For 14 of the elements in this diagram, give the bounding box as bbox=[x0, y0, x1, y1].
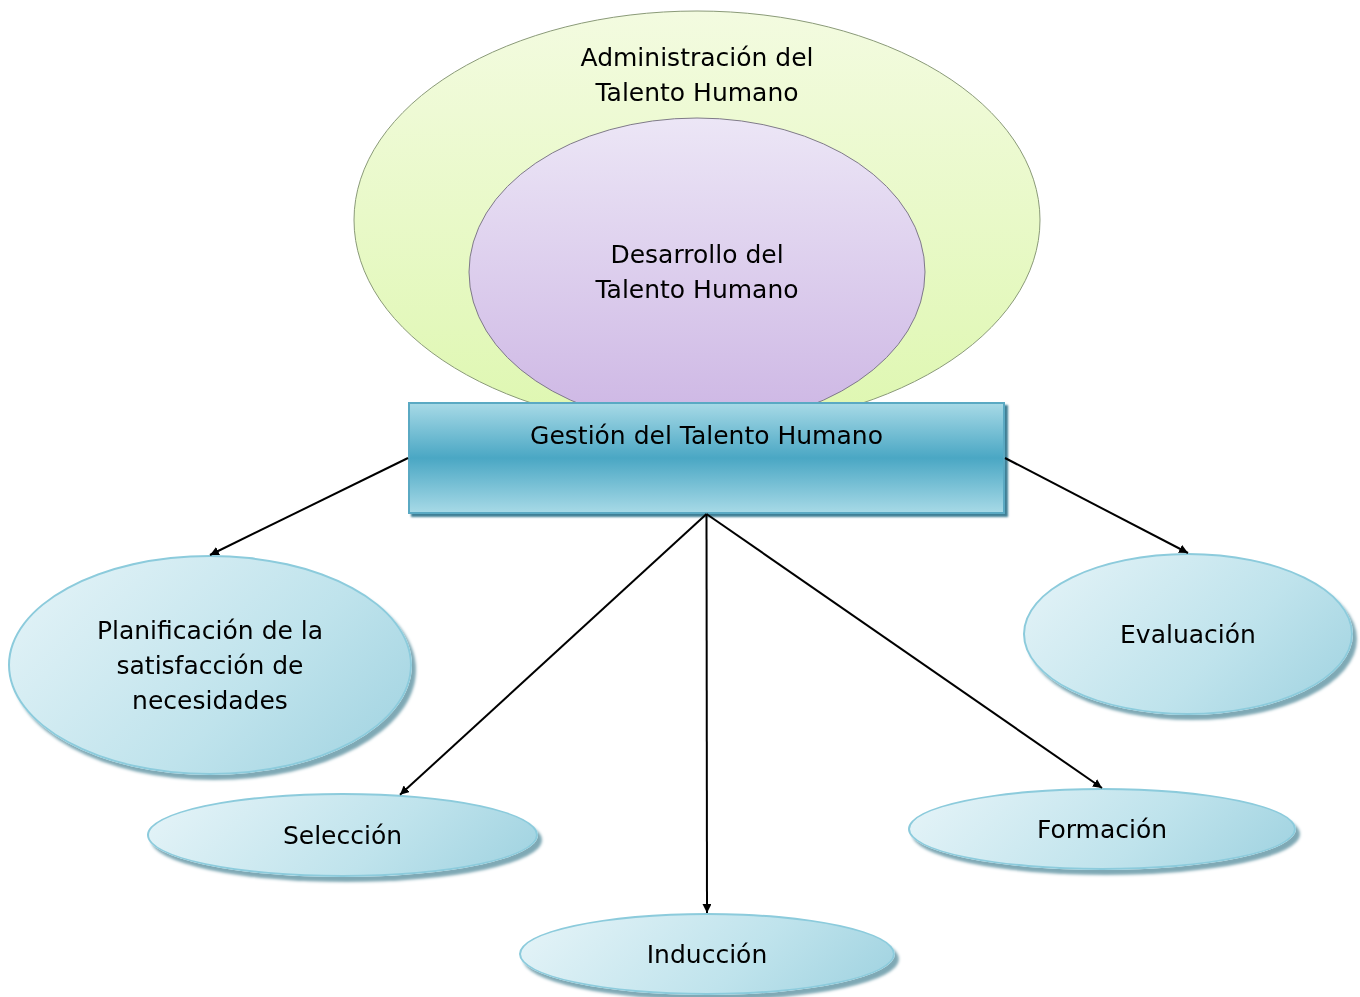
node-label: Formación bbox=[1036, 813, 1168, 846]
node-label: Selección bbox=[282, 819, 403, 852]
node-label: Desarrollo del Talento Humano bbox=[594, 239, 800, 306]
arrow bbox=[1004, 457, 1189, 554]
arrow bbox=[209, 457, 409, 556]
arrow bbox=[399, 513, 708, 796]
node-label: Gestión del Talento Humano bbox=[530, 420, 883, 452]
arrow bbox=[705, 513, 1103, 789]
arrow bbox=[702, 513, 712, 914]
node-label: Planificación de la satisfacción de necesidades bbox=[95, 614, 325, 717]
node-label: Evaluación bbox=[1120, 618, 1256, 651]
header-bar bbox=[408, 402, 1005, 514]
node-label: Administración del Talento Humano bbox=[579, 42, 815, 109]
node-label: Inducción bbox=[646, 938, 768, 971]
